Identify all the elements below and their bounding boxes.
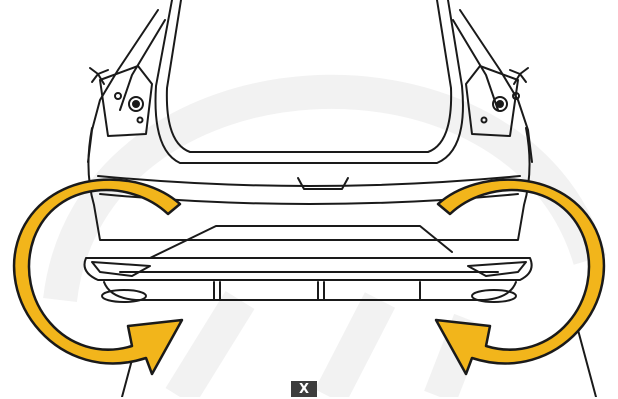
- right-reflector: [468, 262, 526, 276]
- right-rotation-arrow: [436, 180, 604, 374]
- left-lower-vent: [102, 290, 146, 302]
- left-taillight-mount: [100, 66, 152, 136]
- body-crease-line: [98, 176, 520, 186]
- right-wheel: [578, 330, 596, 397]
- diffuser-lower-edge: [104, 282, 516, 300]
- left-wing-nut: [90, 68, 108, 84]
- left-reflector: [92, 262, 150, 276]
- right-wing-nut: [510, 68, 528, 84]
- rear-bumper-cover: [85, 258, 532, 280]
- callout-marker-x: X: [291, 381, 317, 397]
- plate-recess: [150, 226, 452, 258]
- right-lower-vent: [472, 290, 516, 302]
- handle-recess: [298, 178, 348, 189]
